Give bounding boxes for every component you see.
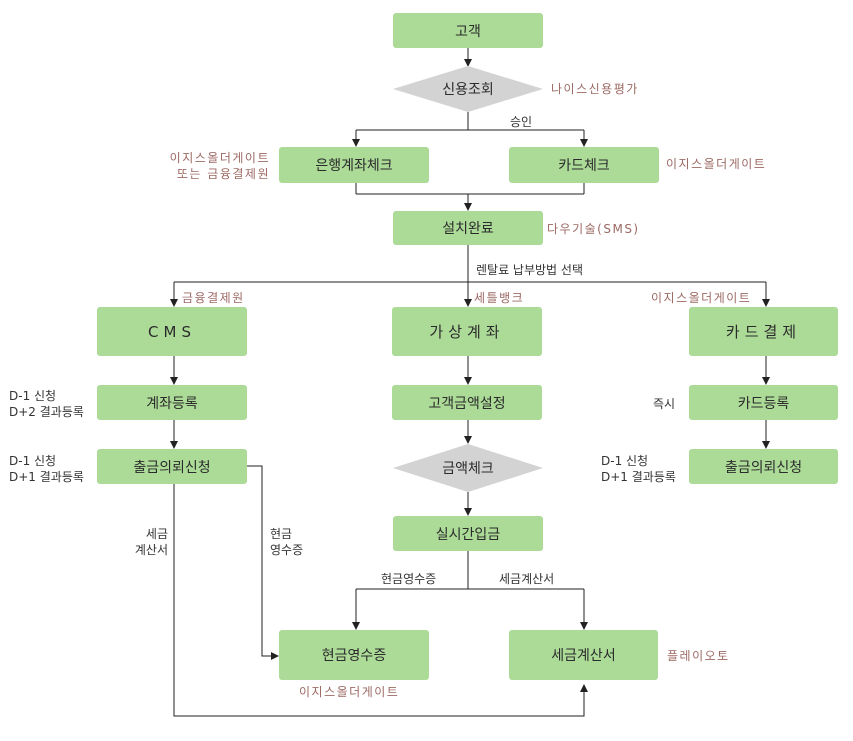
node-card-register-label: 카드등록 — [737, 395, 790, 412]
node-withdraw-request-right: 출금의뢰신청 — [689, 449, 838, 484]
node-card-payment: 카드결제 — [689, 307, 838, 356]
label-easy-card-payment: 이지스올더게이트 — [651, 291, 752, 305]
label-tax-invoice-side: 세금 계산서 — [110, 526, 168, 558]
label-immediate: 즉시 — [653, 397, 676, 411]
label-easy-or-finance-line2: 또는 금융결제원 — [176, 167, 270, 181]
label-withdraw-right-line1: D-1 신청 — [601, 454, 649, 468]
label-withdraw-right: D-1 신청 D+1 결과등록 — [601, 453, 676, 485]
node-virtual-account-label: 가상계좌 — [429, 323, 505, 341]
node-customer: 고객 — [393, 13, 543, 48]
label-easy-or-finance-line1: 이지스올더게이트 — [169, 151, 270, 165]
label-cms-register-line1: D-1 신청 — [9, 389, 57, 403]
label-cash-receipt-side-line2: 영수증 — [270, 543, 304, 557]
label-settlebank: 세틀뱅크 — [474, 291, 525, 305]
node-withdraw-request-left: 출금의뢰신청 — [97, 449, 247, 484]
node-card-check: 카드체크 — [509, 147, 659, 183]
node-withdraw-request-right-label: 출금의뢰신청 — [724, 459, 803, 476]
node-cms-label: CMS — [148, 322, 196, 341]
label-easy-card-check: 이지스올더게이트 — [666, 157, 767, 171]
diamond-shape — [393, 66, 543, 112]
label-withdraw-left-line1: D-1 신청 — [9, 454, 57, 468]
node-tax-invoice: 세금계산서 — [509, 630, 658, 680]
node-customer-label: 고객 — [455, 23, 481, 40]
label-easy-or-finance: 이지스올더게이트 또는 금융결제원 — [140, 150, 270, 182]
node-account-register-label: 계좌등록 — [146, 395, 198, 412]
label-approval: 승인 — [510, 115, 533, 129]
node-bank-check: 은행계좌체크 — [279, 147, 429, 183]
label-branch-tax-invoice: 세금계산서 — [499, 572, 555, 586]
node-card-check-label: 카드체크 — [558, 158, 610, 174]
node-tax-invoice-label: 세금계산서 — [551, 648, 616, 664]
label-withdraw-left: D-1 신청 D+1 결과등록 — [9, 453, 84, 485]
node-amount-check-label: 금액체크 — [442, 461, 494, 477]
node-customer-amount-setting: 고객금액설정 — [392, 385, 542, 420]
node-card-register: 카드등록 — [689, 385, 838, 420]
label-cash-receipt-side-line1: 현금 — [270, 527, 293, 541]
node-realtime-deposit: 실시간입금 — [393, 516, 543, 551]
diamond-shape — [393, 444, 543, 492]
label-rental-payment-method: 렌탈료 납부방법 선택 — [476, 263, 583, 277]
node-realtime-deposit-label: 실시간입금 — [435, 526, 501, 543]
node-amount-check: 금액체크 — [393, 444, 543, 492]
node-credit-check-label: 신용조회 — [442, 82, 494, 98]
node-install-done: 설치완료 — [393, 211, 543, 245]
node-cash-receipt-label: 현금영수증 — [321, 648, 387, 664]
node-install-done-label: 설치완료 — [442, 221, 494, 237]
node-customer-amount-setting-label: 고객금액설정 — [428, 395, 506, 412]
label-dau-tech: 다우기술(SMS) — [547, 222, 640, 236]
node-virtual-account: 가상계좌 — [392, 307, 542, 356]
node-account-register: 계좌등록 — [97, 385, 247, 420]
label-nice-credit: 나이스신용평가 — [551, 82, 639, 96]
label-playauto: 플레이오토 — [667, 649, 730, 663]
node-credit-check: 신용조회 — [393, 66, 543, 112]
label-tax-invoice-side-line2: 계산서 — [134, 543, 168, 557]
node-bank-check-label: 은행계좌체크 — [315, 158, 393, 174]
label-cms-register-line2: D+2 결과등록 — [9, 405, 84, 419]
label-withdraw-left-line2: D+1 결과등록 — [9, 470, 84, 484]
label-kftc: 금융결제원 — [182, 291, 245, 305]
label-easy-cash-receipt: 이지스올더게이트 — [299, 685, 400, 699]
label-tax-invoice-side-line1: 세금 — [145, 527, 168, 541]
label-branch-cash-receipt: 현금영수증 — [381, 572, 437, 586]
node-card-payment-label: 카드결제 — [725, 323, 802, 341]
label-withdraw-right-line2: D+1 결과등록 — [601, 470, 676, 484]
label-cms-register: D-1 신청 D+2 결과등록 — [9, 388, 84, 420]
node-cash-receipt: 현금영수증 — [279, 630, 429, 680]
label-cash-receipt-side: 현금 영수증 — [270, 526, 303, 558]
node-cms: CMS — [97, 307, 247, 356]
node-withdraw-request-left-label: 출금의뢰신청 — [133, 459, 211, 476]
